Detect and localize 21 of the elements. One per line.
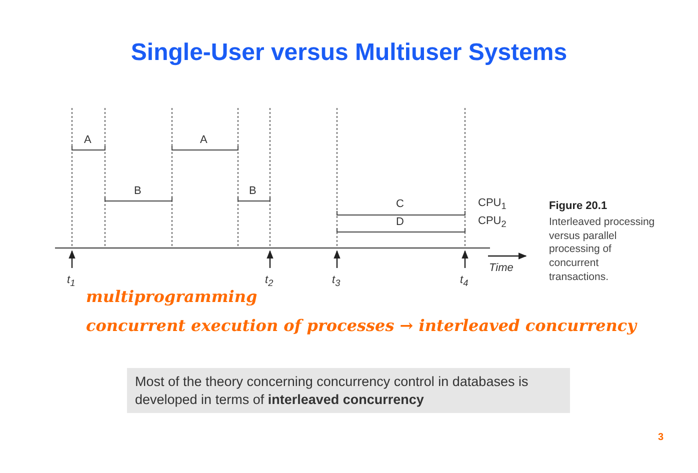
handwritten-note: concurrent execution of processes → interleaved concurrency: [86, 317, 636, 335]
note-box: [127, 368, 570, 414]
figure-caption: Interleaved processing versus parallel processing of concurrent transactions.: [549, 216, 656, 284]
figure-number: Figure 20.1: [549, 200, 608, 212]
segment-label: A: [200, 134, 208, 146]
segment-label: B: [249, 185, 256, 198]
time-point-label: t$_{4}$: [460, 274, 468, 288]
segment-label: A: [84, 134, 92, 146]
page-number: 3: [658, 432, 664, 443]
slide-title: Single-User versus Multiuser Systems: [130, 40, 568, 66]
cpu-label: CPU$_{2}$: [478, 215, 506, 230]
cpu-label: CPU$_{1}$: [478, 197, 506, 212]
time-point-label: t$_{1}$: [67, 274, 76, 288]
time-point-label: t$_{3}$: [332, 274, 340, 288]
note-text: Most of the theory concerning concurrency control in databases is developed in terms of interleaved concurrency: [135, 374, 528, 407]
axis-label: Time: [489, 262, 514, 274]
time-point-label: t$_{2}$: [265, 274, 274, 288]
segment-label: D: [396, 216, 404, 228]
handwritten-note: multiprogramming: [86, 288, 258, 306]
segment-label: B: [134, 185, 142, 198]
segment-label: C: [396, 198, 404, 210]
